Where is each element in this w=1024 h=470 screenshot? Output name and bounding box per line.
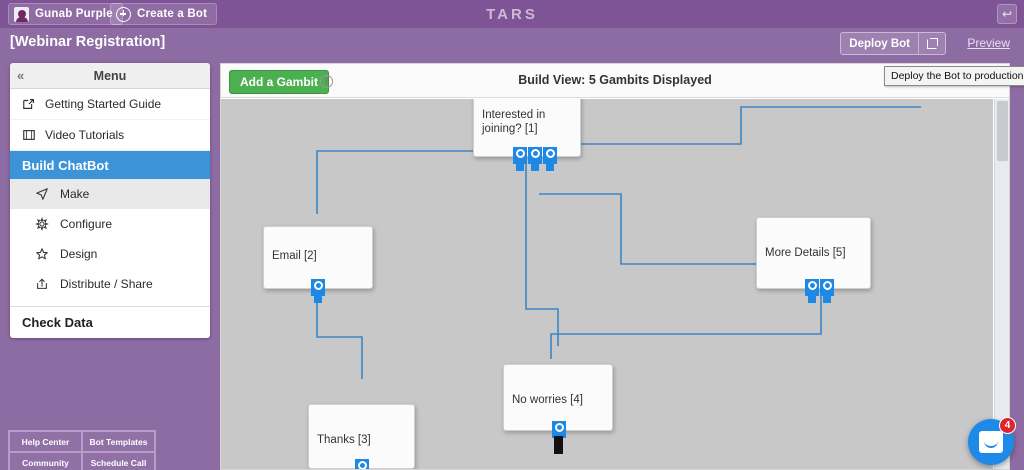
sidebar-section-build-chatbot[interactable]: Build ChatBot — [10, 151, 210, 179]
scrollbar-thumb[interactable] — [997, 101, 1008, 161]
node-ports — [513, 147, 557, 171]
chat-bot-icon — [979, 431, 1003, 453]
node-ports — [311, 279, 325, 303]
flow-board[interactable]: Interested in joining? [1] More Details … — [221, 99, 993, 469]
node-port[interactable] — [820, 279, 834, 303]
node-port[interactable] — [311, 279, 325, 303]
brand-text: TARS — [486, 5, 538, 23]
sidebar-item-label: Check Data — [22, 315, 93, 330]
gambit-node[interactable]: No worries [4] — [503, 364, 613, 454]
chat-unread-badge: 4 — [999, 417, 1016, 434]
sidebar-item-distribute-share[interactable]: Distribute / Share — [10, 269, 210, 299]
video-icon — [23, 130, 35, 140]
quicklink-community[interactable]: Community — [9, 452, 82, 470]
gear-icon — [35, 217, 49, 231]
deploy-group: Deploy Bot — [840, 32, 946, 55]
sidebar-item-design[interactable]: Design — [10, 239, 210, 269]
sidebar-item-video-tutorials[interactable]: Video Tutorials — [10, 120, 210, 151]
node-ports — [355, 459, 369, 469]
node-end-stub — [554, 436, 563, 454]
quicklink-schedule-call[interactable]: Schedule Call — [82, 452, 155, 470]
gambit-node-title: Email [2] — [272, 250, 317, 262]
quicklink-help-center[interactable]: Help Center — [9, 431, 82, 452]
gambit-node[interactable]: More Details [5] — [756, 217, 871, 303]
header-bar: [Webinar Registration] Deploy Bot Previe… — [0, 28, 1024, 61]
collapse-icon[interactable]: « — [17, 68, 25, 83]
build-view-label: Build View: 5 Gambits Displayed — [518, 73, 712, 87]
avatar — [14, 6, 29, 22]
account-button[interactable]: Gunab Purple — [8, 3, 123, 25]
create-bot-label: Create a Bot — [137, 8, 208, 20]
page-title: [Webinar Registration] — [10, 34, 166, 50]
sidebar: « Menu Getting Started Guide Video Tutor… — [10, 63, 210, 338]
chat-widget-button[interactable]: 4 — [968, 417, 1016, 465]
create-a-bot-button[interactable]: Create a Bot — [110, 3, 218, 25]
sidebar-item-make[interactable]: Make — [10, 179, 210, 209]
sidebar-item-label: Design — [60, 247, 98, 261]
sidebar-header: « Menu — [10, 63, 210, 89]
node-ports — [805, 279, 834, 303]
gambit-node[interactable]: Interested in joining? [1] — [473, 99, 581, 171]
account-label: Gunab Purple — [35, 8, 113, 20]
top-bar: TARS Gunab Purple Create a Bot ↩ — [0, 0, 1024, 28]
star-icon — [36, 248, 48, 260]
quicklinks-grid: Help Center Bot Templates Community Sche… — [8, 430, 156, 470]
gambit-node[interactable]: Thanks [3] — [308, 404, 415, 469]
node-port[interactable] — [543, 147, 557, 171]
add-gambit-button[interactable]: Add a Gambit — [229, 70, 330, 94]
deploy-tooltip: Deploy the Bot to production — [884, 66, 1024, 86]
sidebar-divider — [10, 299, 210, 307]
vertical-scrollbar[interactable] — [994, 99, 1009, 469]
sidebar-item-label: Distribute / Share — [60, 277, 153, 291]
node-port[interactable] — [513, 147, 527, 171]
gambit-node-title: Interested in joining? [1] — [482, 109, 546, 135]
gambit-node-title: No worries [4] — [512, 394, 583, 406]
sidebar-item-check-data[interactable]: Check Data — [10, 307, 210, 338]
external-link-icon — [23, 99, 34, 109]
node-port[interactable] — [805, 279, 819, 303]
canvas-toolbar: Add a Gambit i Build View: 5 Gambits Dis… — [221, 64, 1009, 98]
expand-toggle-icon[interactable]: ↩ — [997, 4, 1017, 24]
sidebar-item-label: Getting Started Guide — [45, 97, 162, 111]
node-port[interactable] — [355, 459, 369, 469]
preview-link[interactable]: Preview — [967, 36, 1010, 50]
quicklink-bot-templates[interactable]: Bot Templates — [82, 431, 155, 452]
sidebar-item-getting-started-guide[interactable]: Getting Started Guide — [10, 89, 210, 120]
canvas-panel: Add a Gambit i Build View: 5 Gambits Dis… — [220, 63, 1010, 470]
sidebar-item-label: Video Tutorials — [45, 128, 125, 142]
gambit-node-title: Thanks [3] — [317, 434, 371, 446]
gambit-node-title: More Details [5] — [765, 247, 846, 259]
deploy-external-link-button[interactable] — [919, 33, 945, 54]
info-icon[interactable]: i — [320, 75, 333, 88]
plus-circle-icon — [116, 6, 131, 22]
node-port[interactable] — [528, 147, 542, 171]
share-icon — [37, 278, 47, 289]
sidebar-item-label: Make — [60, 187, 90, 201]
external-link-icon — [926, 38, 938, 49]
sidebar-item-configure[interactable]: Configure — [10, 209, 210, 239]
deploy-bot-button[interactable]: Deploy Bot — [841, 33, 919, 54]
sidebar-section-label: Build ChatBot — [22, 157, 109, 173]
paper-plane-icon — [36, 188, 48, 200]
gambit-node[interactable]: Email [2] — [263, 226, 373, 303]
sidebar-item-label: Configure — [60, 217, 113, 231]
menu-title: Menu — [93, 68, 127, 83]
